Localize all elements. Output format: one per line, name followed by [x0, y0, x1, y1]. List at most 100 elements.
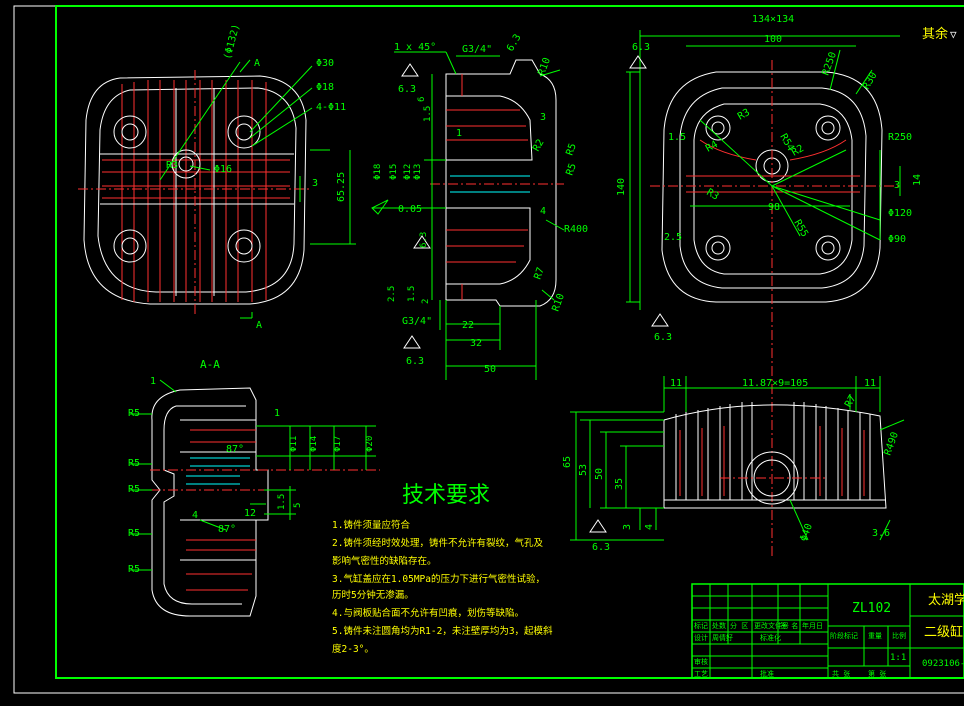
- side-dim-9: R2: [531, 138, 547, 154]
- title-block: [691, 583, 964, 679]
- side-dim-26: 22: [462, 320, 474, 331]
- tb-approve-label: 批准: [760, 669, 774, 678]
- tb-scale-label: 比例: [892, 631, 906, 640]
- side-view-outline: [445, 59, 557, 307]
- plan-dim-16: R55: [791, 218, 810, 239]
- plan-dim-4: R30: [861, 70, 880, 91]
- front-dim-10: 4: [644, 524, 655, 530]
- side-dim-19: 6.3: [419, 232, 429, 248]
- section-dim-9: R5: [128, 484, 140, 495]
- tb-design-label: 设计: [694, 633, 708, 642]
- section-view: A-A: [128, 358, 380, 617]
- section-dim-5: Φ17: [333, 436, 343, 452]
- front-dim-2: 11: [864, 378, 876, 389]
- section-dim-10: 1.5: [277, 494, 287, 510]
- side-dim-24: 2: [421, 299, 431, 304]
- top-view-outline: [83, 75, 307, 305]
- side-dim-5: 6: [417, 97, 427, 102]
- front-view: 11 11.87×9=105 11 R7 R490 65 53 50 35 3 …: [562, 376, 905, 553]
- front-dim-0: 11: [670, 378, 682, 389]
- section-dim-14: 87°: [218, 524, 236, 535]
- tb-scale: 1:1: [890, 653, 906, 663]
- front-dim-5: 65: [562, 456, 573, 468]
- top-dim-6: R3: [166, 160, 178, 171]
- plan-dim-10: 1.5: [668, 132, 686, 143]
- section-dim-13: 4: [192, 510, 198, 521]
- tb-drawing-no: 0923106-: [922, 659, 964, 669]
- side-dim-11: R5: [564, 162, 578, 177]
- front-dim-12: 3.6: [872, 528, 890, 539]
- front-dim-8: 35: [614, 478, 625, 490]
- side-dim-14: Φ12: [403, 164, 413, 180]
- side-dim-23: 1.5: [407, 286, 417, 302]
- side-dim-0: 1 x 45°: [394, 42, 436, 53]
- side-dim-1: G3/4": [462, 44, 492, 55]
- front-dim-13: 6.3: [592, 542, 610, 553]
- top-dim-9: A: [256, 320, 262, 331]
- section-dim-6: Φ20: [365, 436, 375, 452]
- side-dim-29: 6.3: [406, 356, 424, 367]
- tb-header-3: 更改文件号: [754, 621, 789, 630]
- side-dim-12: Φ18: [373, 164, 383, 180]
- section-dim-2: 1: [274, 408, 280, 419]
- plan-dim-11: 140: [616, 178, 627, 196]
- side-dim-3: 6.3: [398, 84, 416, 95]
- top-dim-4: 4-Φ11: [316, 102, 346, 113]
- tb-header-2: 分 区: [730, 621, 748, 630]
- tech-item-1: 2.铸件须经时效处理，铸件不允许有裂纹，气孔及: [332, 537, 543, 549]
- plan-dim-15: 98: [768, 202, 780, 213]
- top-dim-7: 3: [312, 178, 318, 189]
- tb-school: 太湖学: [928, 592, 964, 608]
- plan-dim-12: 14: [912, 174, 923, 186]
- plan-dim-5: R3: [736, 107, 752, 123]
- tech-item-5: 4.与阀板贴合面不允许有凹痕，划伤等缺陷。: [332, 607, 524, 619]
- plan-dim-7: R4: [704, 139, 720, 155]
- top-dim-3: Φ18: [316, 82, 334, 93]
- top-dim-5: Φ16: [214, 164, 232, 175]
- section-dim-7: R5: [128, 458, 140, 469]
- side-dim-17: 4: [540, 206, 546, 217]
- side-dim-8: 3: [540, 112, 546, 123]
- tb-sheets-label: 共 张: [832, 669, 850, 678]
- inner-frame: [55, 5, 964, 679]
- plan-dim-20: 6.3: [654, 332, 672, 343]
- top-dim-0: (Φ132): [222, 23, 242, 61]
- tb-weight-label: 重量: [868, 632, 882, 640]
- side-dim-25: G3/4": [402, 316, 432, 327]
- side-dim-10: R5: [564, 142, 578, 157]
- section-dim-1: R5: [128, 408, 140, 419]
- tb-header-1: 处数: [712, 621, 726, 630]
- front-dim-1: 11.87×9=105: [742, 378, 808, 389]
- plan-dim-13: 3: [894, 180, 900, 191]
- top-view: (Φ132) A Φ30 Φ18 4-Φ11 Φ16 R3 3 65.25 A: [78, 23, 356, 331]
- side-dim-7: 1: [456, 128, 462, 139]
- tech-item-6: 5.铸件未注圆角均为R1-2，未注壁厚均为3，起模斜: [332, 625, 553, 637]
- side-dim-28: 50: [484, 364, 496, 375]
- section-dim-12: 12: [244, 508, 256, 519]
- plan-dim-1: 100: [764, 34, 782, 45]
- front-dim-9: 3: [622, 524, 633, 530]
- plan-dim-19: Φ90: [888, 234, 906, 245]
- tb-design-name: 周倩好: [712, 633, 733, 642]
- tb-review-label: 审核: [694, 657, 708, 666]
- section-dim-3: Φ11: [289, 436, 299, 452]
- plan-dim-6: R250: [888, 132, 912, 143]
- tb-header-5: 年月日: [802, 621, 823, 630]
- corner-finish-symbol: ▽: [950, 28, 957, 41]
- front-dim-6: 53: [578, 464, 589, 476]
- front-dim-4: R490: [882, 431, 901, 457]
- front-view-outline: [663, 404, 887, 509]
- tb-standardize-label: 标准化: [760, 633, 781, 642]
- section-dim-4: Φ14: [309, 436, 319, 452]
- plan-dim-17: Φ120: [888, 208, 912, 219]
- tech-item-2: 影响气密性的缺陷存在。: [332, 555, 437, 567]
- side-dim-15: Φ13: [413, 164, 423, 180]
- tech-item-3: 3.气缸盖应在1.05MPa的压力下进行气密性试验，: [332, 573, 545, 585]
- plan-view-outline: [661, 71, 883, 303]
- side-dim-4: R10: [536, 56, 553, 77]
- tb-part-no: ZL102: [852, 601, 891, 616]
- section-label: A-A: [200, 358, 220, 371]
- side-dim-20: R7: [532, 266, 546, 281]
- corner-note: 其余: [922, 26, 948, 42]
